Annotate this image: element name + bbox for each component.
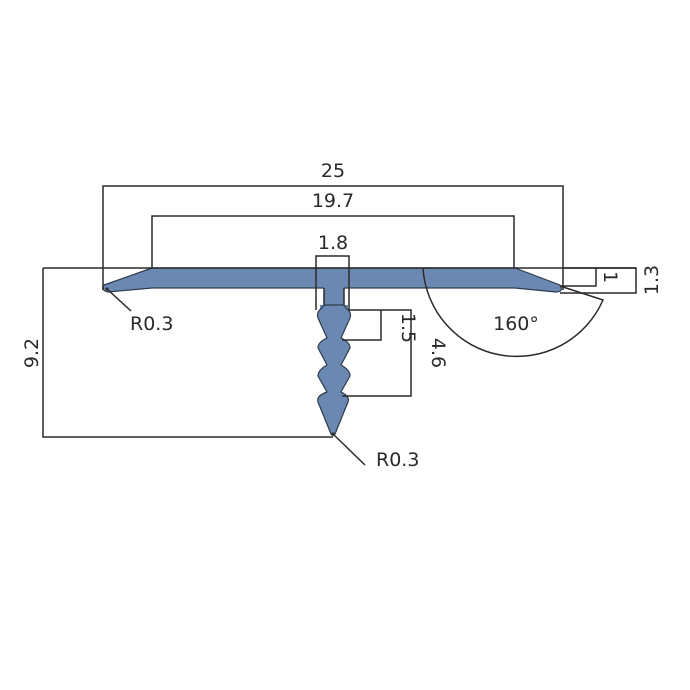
dimension-label-barb-section: 4.6	[427, 338, 449, 368]
dimension-label-barb-pitch: 1.5	[397, 313, 419, 343]
callout-label-tip-radius: R0.3	[376, 449, 419, 471]
dimension-label-stem-width: 1.8	[318, 232, 348, 254]
dimension-flange-thickness: 1.3	[560, 265, 663, 295]
dimension-label-overall-width: 25	[321, 160, 345, 182]
dimension-overall-width: 25	[102, 160, 564, 290]
dimension-flat-top-width: 19.7	[151, 190, 515, 268]
stem-neck	[320, 287, 348, 310]
dimension-flange-angle: 160°	[422, 267, 605, 358]
profile-shape	[102, 267, 562, 437]
dimension-label-flange-thickness: 1.3	[641, 265, 663, 295]
stem-neck-outline	[323, 288, 345, 305]
callout-tip-radius: R0.3	[331, 432, 419, 471]
dimension-stem-width: 1.8	[315, 232, 350, 310]
callout-edge-radius: R0.3	[105, 287, 173, 335]
dimension-overall-height: 9.2	[21, 268, 333, 438]
dimension-label-flange-tip-offset: 1	[599, 271, 621, 283]
dimension-flange-tip-offset: 1	[560, 267, 621, 287]
dimension-barb-section: 4.6	[342, 309, 449, 397]
dimension-label-flange-angle: 160°	[493, 313, 539, 335]
dimension-barb-pitch: 1.5	[342, 309, 419, 343]
callout-label-edge-radius: R0.3	[130, 313, 173, 335]
dimension-label-flat-top-width: 19.7	[312, 190, 354, 212]
dimension-label-overall-height: 9.2	[21, 338, 43, 368]
barbed-stem	[316, 304, 352, 437]
